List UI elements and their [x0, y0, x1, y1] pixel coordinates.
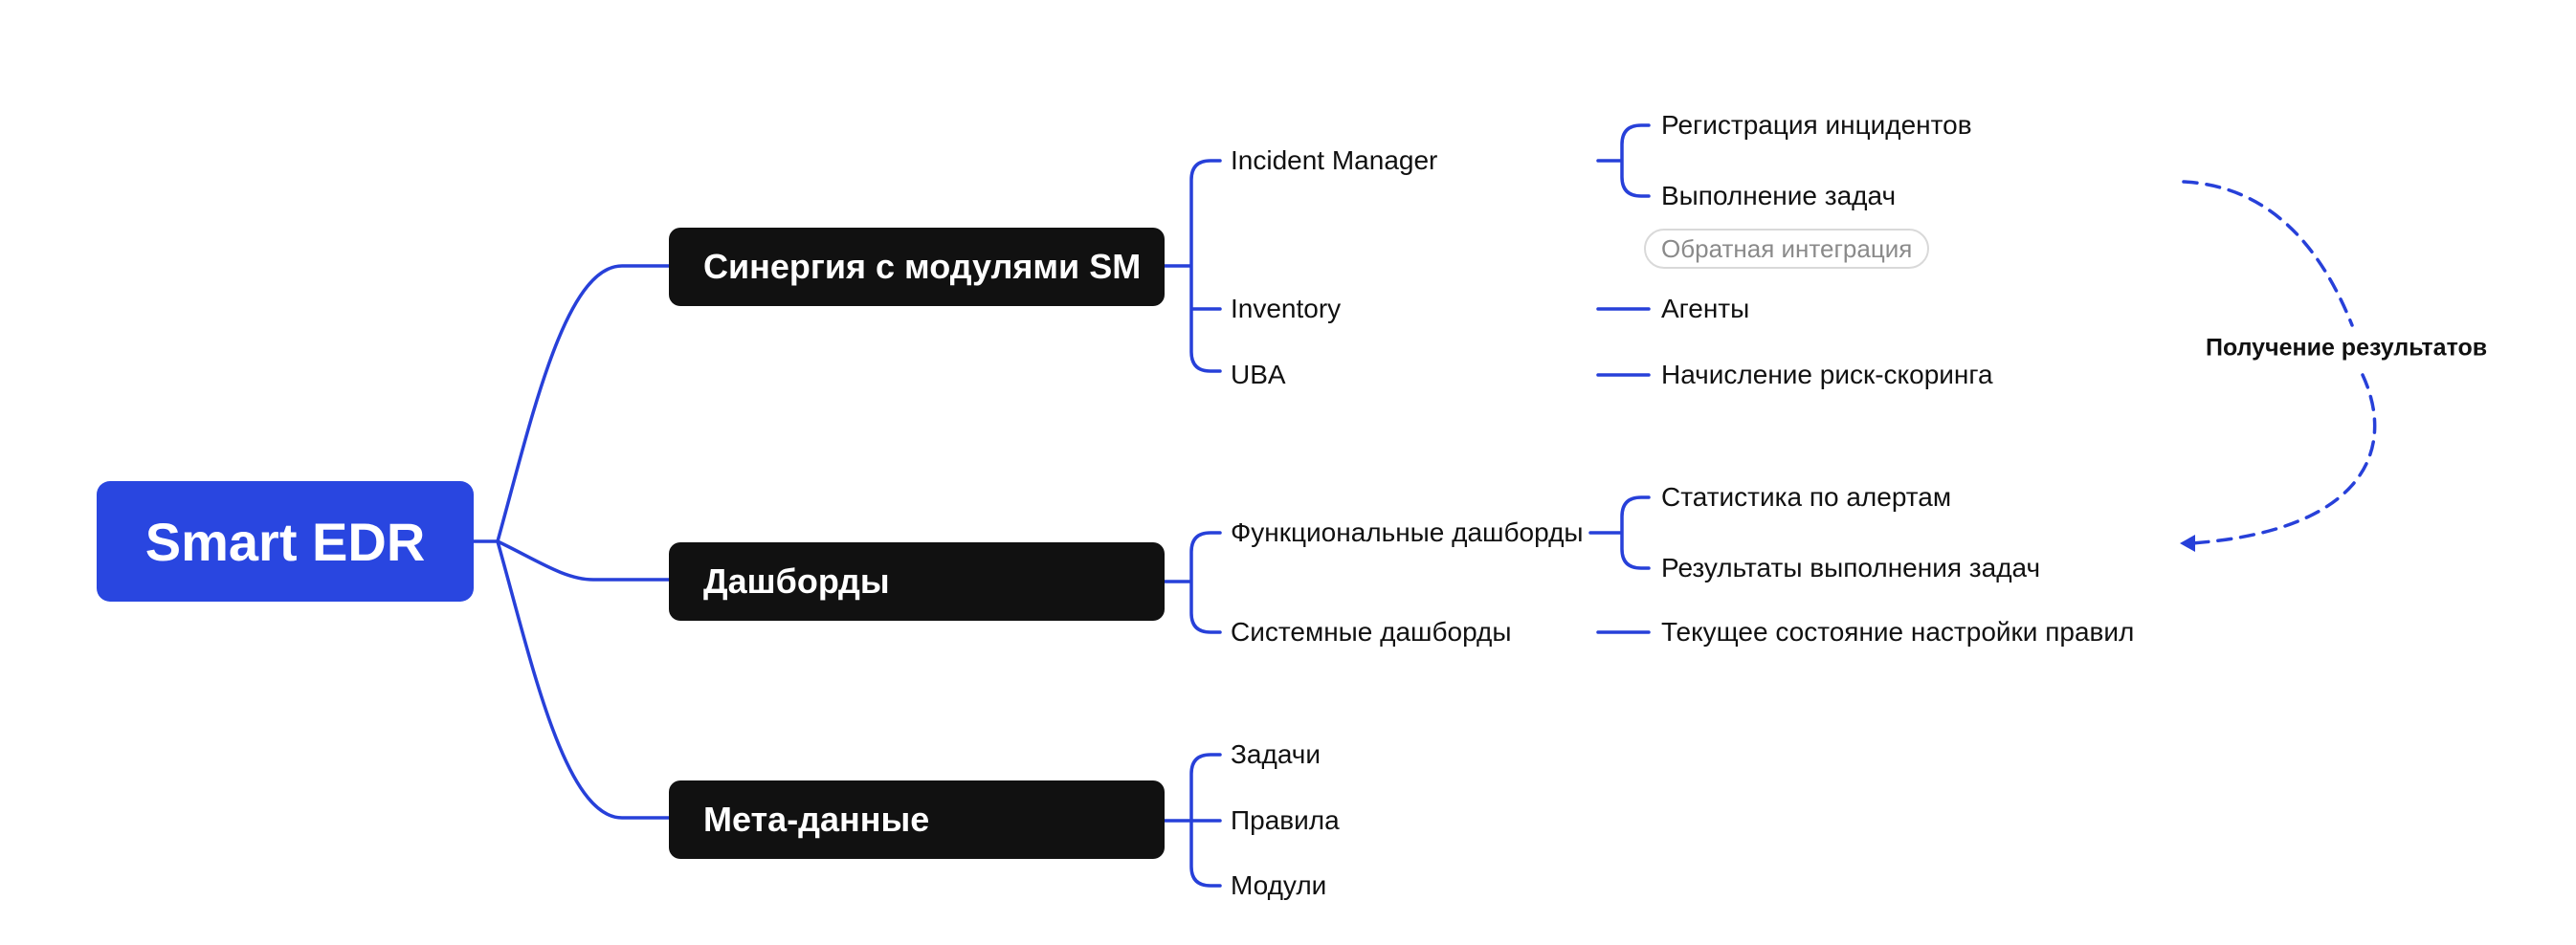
connector-dashboards-bracket — [1163, 531, 1222, 634]
node-alert-statistics: Статистика по алертам — [1661, 482, 1952, 512]
node-tasks: Задачи — [1231, 739, 1321, 769]
branch-dashboards: Дашборды — [669, 542, 1165, 621]
node-agents: Агенты — [1661, 294, 1750, 323]
node-functional-dashboards: Функциональные дашборды — [1231, 517, 1584, 547]
node-incident-registration: Регистрация инцидентов — [1661, 110, 1972, 140]
node-task-execution: Выполнение задач — [1661, 181, 1897, 210]
branch-synergy: Синергия с модулями SM — [669, 228, 1165, 306]
connector-metadata-bracket — [1163, 753, 1222, 888]
connector-root-synergy — [472, 264, 671, 543]
results-dashed-arrow — [2182, 180, 2354, 327]
node-task-results: Результаты выполнения задач — [1661, 553, 2041, 582]
branch-metadata: Мета-данные — [669, 780, 1165, 859]
connector-incident-bracket — [1596, 123, 1651, 198]
node-rules: Правила — [1231, 805, 1340, 835]
root-node: Smart EDR — [97, 481, 474, 602]
connector-functional-bracket — [1588, 495, 1651, 570]
node-uba: UBA — [1231, 360, 1286, 389]
connector-synergy-bracket — [1163, 159, 1222, 373]
results-dashed-arrow-lower — [2189, 373, 2377, 545]
results-arrow-label: Получение результатов — [2206, 334, 2488, 362]
node-system-dashboards: Системные дашборды — [1231, 617, 1512, 647]
node-inventory: Inventory — [1231, 294, 1342, 323]
node-rule-settings-state: Текущее состояние настройки правил — [1661, 617, 2135, 647]
connector-root-metadata — [496, 539, 671, 820]
node-modules: Модули — [1231, 870, 1327, 900]
connector-root-dashboards — [496, 539, 671, 582]
node-incident-manager: Incident Manager — [1231, 145, 1438, 175]
results-arrow-head — [2180, 535, 2195, 552]
feedback-integration-tag: Обратная интеграция — [1644, 229, 1930, 269]
node-risk-scoring: Начисление риск-скоринга — [1661, 360, 1993, 389]
